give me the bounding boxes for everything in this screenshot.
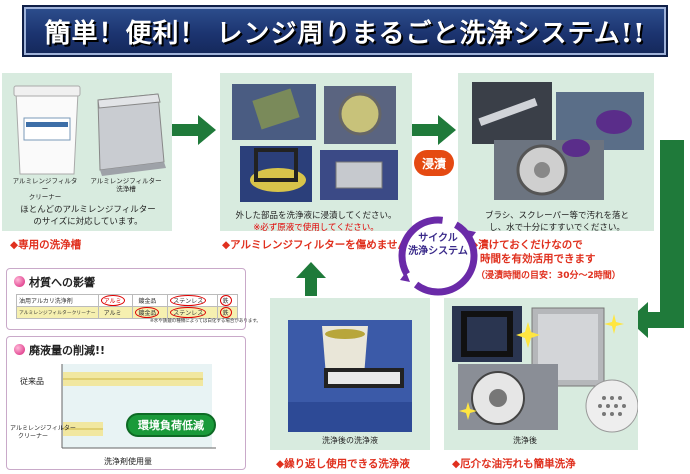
product2-label: アルミレンジフィルター 洗浄槽 [88,177,164,193]
arrow-right-1 [172,115,216,145]
product2-label-line2: 洗浄槽 [116,185,136,193]
panel2-desc-line1: 外した部品を洗浄液に浸漬してください。 [235,211,397,221]
panel2-desc-line2: ※必ず原液で使用してください。 [253,223,379,233]
cycle-label-line2: 洗浄システム [408,246,468,257]
table-cell: 油用アルカリ洗浄剤 [16,294,99,307]
table-cell: ステンレス [167,306,218,319]
table-cell-text: 鉄 [219,307,232,318]
table-cell-text: アルミ [103,310,122,317]
panel2-description: 外した部品を洗浄液に浸漬してください。 ※必ず原液で使用してください。 [222,210,410,234]
after-wash-photo [448,302,638,434]
table-cell: アルミ [97,306,134,319]
waste-chart [61,364,216,449]
bullet-icon [14,276,25,287]
table-cell: 鍍金品 [132,294,169,307]
table-row: 油用アルカリ洗浄剤 アルミ 鍍金品 ステンレス 鉄 [16,294,239,307]
soak-badge: 浸漬 [414,150,454,176]
waste-title: 廃液量の削減!! [14,342,105,358]
table-cell: アルミ [97,294,134,307]
panel3-caption-line2: 時間を有効活用できます [480,253,596,265]
panel5-photo-label: 洗浄後 [513,436,537,445]
product-images [8,78,168,178]
soaking-photos [226,80,406,205]
reuse-photo-wrap [288,320,412,432]
bullet-icon [14,344,25,355]
table-cell: アルミレンジフィルタークリーナー [16,306,99,319]
table-cell-text: 鉄 [219,295,232,306]
panel1-caption: ◆専用の洗浄槽 [10,239,82,251]
panel1-desc-line2: のサイズに対応しています。 [33,217,143,227]
table-cell: 鉄 [216,294,239,307]
product1-label-line2: クリーナー [28,193,62,201]
table-cell-text: 鍍金品 [135,307,160,318]
panel3-description: ブラシ、スクレーパー等で汚れを落と し、水で十分にすすいでください。 [462,210,652,234]
table-cell: ステンレス [167,294,218,307]
table-cell: 鍍金品 [132,306,169,319]
product-photo [13,85,166,176]
rinse-photos [464,78,650,206]
product2-label-line1: アルミレンジフィルター [90,177,162,185]
materials-note: ※水や鉄鍍の種類によっては白化する場合があります。 [150,319,261,324]
panel3-desc-line2: し、水で十分にすすいでください。 [489,223,625,233]
table-cell-text: 鍍金品 [138,298,157,305]
label-product-line2: クリーナー [17,433,48,440]
arrow-up [296,262,326,296]
arrow-right-2 [412,115,456,145]
product1-label: アルミレンジフィルター クリーナー [10,177,80,201]
rinse-photo [464,78,650,206]
panel3-desc-line1: ブラシ、スクレーパー等で汚れを落と [484,211,630,221]
cycle-label: サイクル 洗浄システム [398,232,478,258]
waste-title-text: 廃液量の削減!! [29,344,106,357]
materials-title-text: 材質への影響 [29,276,95,289]
product1-label-line1: アルミレンジフィルター [12,177,78,193]
panel1-description: ほとんどのアルミレンジフィルター のサイズに対応しています。 [6,204,170,228]
cycle-ring [398,216,478,296]
panel1-desc-line1: ほとんどのアルミレンジフィルター [20,205,156,215]
table-cell-text: ステンレス [170,307,207,318]
page-title-banner: 簡単！便利！ レンジ周りまるごと洗浄システム!! [22,5,668,57]
table-cell: 鉄 [216,306,239,319]
table-cell-text: アルミ [100,295,125,306]
table-cell-text: ステンレス [170,295,207,306]
arrow-down-left [628,140,684,338]
panel3-caption-line3: （浸漬時間の目安：30分～2時間） [476,271,621,281]
label-product: アルミレンジフィルター クリーナー [10,425,76,441]
x-axis-label: 洗浄剤使用量 [104,457,152,466]
materials-title: 材質への影響 [14,274,95,290]
panel2-caption: ◆アルミレンジフィルターを傷めません [222,239,408,251]
page-title: 簡単！便利！ レンジ周りまるごと洗浄システム!! [44,18,646,49]
label-product-line1: アルミレンジフィルター [10,425,76,432]
after-wash-photos [448,302,638,434]
eco-badge: 環境負荷低減 [126,413,216,437]
materials-table: 油用アルカリ洗浄剤 アルミ 鍍金品 ステンレス 鉄 アルミレンジフィルタークリー… [16,294,239,319]
panel5-caption: ◆厄介な油汚れも簡単洗浄 [452,458,576,470]
panel4-photo-label: 洗浄後の洗浄液 [322,436,378,445]
reuse-photo [288,320,412,432]
panel4-caption: ◆繰り返し使用できる洗浄液 [276,458,410,470]
label-conventional: 従来品 [20,377,44,386]
soaking-photo [226,80,406,205]
cycle-label-line1: サイクル [418,233,458,244]
panel3-caption-line1: ◆漬けておくだけなので [470,239,583,251]
table-row: アルミレンジフィルタークリーナー アルミ 鍍金品 ステンレス 鉄 [16,306,239,319]
